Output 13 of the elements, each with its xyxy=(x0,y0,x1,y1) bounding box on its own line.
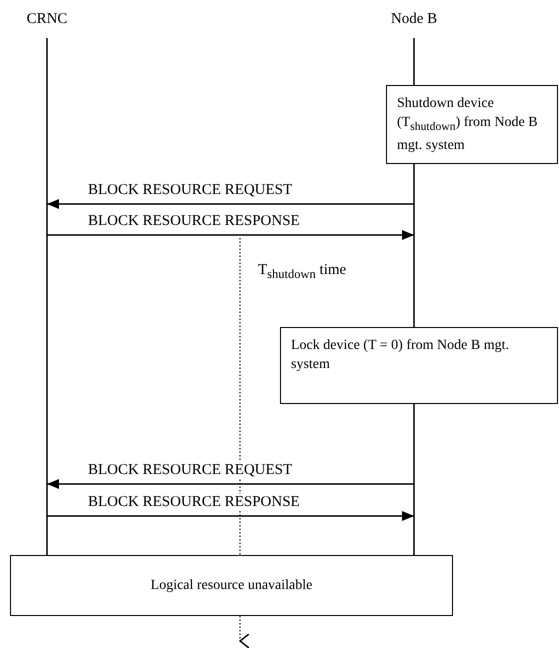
edge-label: BLOCK RESOURCE REQUEST xyxy=(86,462,294,479)
state-box: Logical resource unavailable xyxy=(10,555,453,616)
participant-label: Node B xyxy=(390,10,438,28)
participant-label: CRNC xyxy=(26,10,68,28)
duration-label: T$_{shutdown}$ time xyxy=(258,262,346,282)
message-arrow xyxy=(47,511,414,521)
message-arrow xyxy=(47,199,414,209)
action-box: Lock device (T = 0) from Node B mgt. system xyxy=(280,327,558,404)
message-arrow xyxy=(47,230,414,240)
message-arrow xyxy=(47,479,414,489)
edge-label: BLOCK RESOURCE REQUEST xyxy=(86,182,294,199)
action-box: Shutdown device (T$_{shutdown}$) from Node B mgt. system xyxy=(386,85,558,164)
edge-label: BLOCK RESOURCE RESPONSE xyxy=(86,494,302,511)
